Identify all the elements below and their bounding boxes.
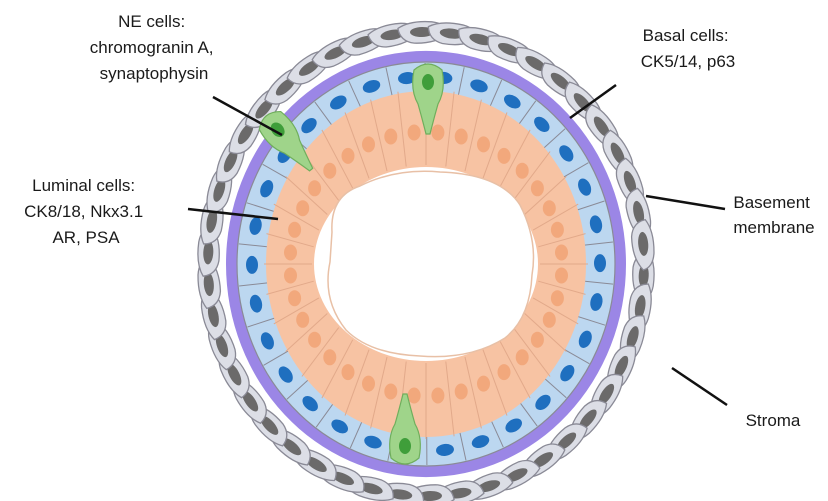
- basal-label-line: CK5/14, p63: [641, 52, 736, 71]
- luminal-nucleus: [531, 180, 544, 196]
- luminal-nucleus: [384, 384, 397, 400]
- basement-pointer-line: [646, 196, 725, 209]
- luminal-nucleus: [342, 148, 355, 164]
- luminal-nucleus: [555, 268, 568, 284]
- luminal-nucleus: [362, 136, 375, 152]
- basement-label-line: Basement: [733, 193, 810, 212]
- basement-membrane-label: Basement membrane: [733, 193, 814, 237]
- luminal-nucleus: [477, 376, 490, 392]
- luminal-nucleus: [543, 200, 556, 216]
- luminal-nucleus: [551, 222, 564, 238]
- basal-nucleus: [246, 256, 258, 274]
- luminal-nucleus: [555, 245, 568, 261]
- luminal-nucleus: [408, 388, 421, 404]
- luminal-nucleus: [308, 180, 321, 196]
- basal-cells-label: Basal cells: CK5/14, p63: [641, 26, 736, 71]
- luminal-label-line: CK8/18, Nkx3.1: [24, 202, 143, 221]
- luminal-nucleus: [498, 148, 511, 164]
- luminal-label-line: Luminal cells:: [32, 176, 135, 195]
- luminal-nucleus: [551, 290, 564, 306]
- luminal-nucleus: [408, 125, 421, 141]
- ne-nucleus: [399, 438, 411, 454]
- luminal-cells-label: Luminal cells: CK8/18, Nkx3.1 AR, PSA: [24, 176, 148, 247]
- luminal-nucleus: [323, 163, 336, 179]
- stroma-label-line: Stroma: [746, 411, 801, 430]
- luminal-nucleus: [296, 312, 309, 328]
- ne-cells-label: NE cells: chromogranin A, synaptophysin: [90, 12, 219, 83]
- luminal-nucleus: [477, 136, 490, 152]
- luminal-nucleus: [431, 125, 444, 141]
- stroma-label: Stroma: [746, 411, 801, 430]
- ne-nucleus: [422, 74, 434, 90]
- luminal-nucleus: [498, 364, 511, 380]
- luminal-nucleus: [455, 129, 468, 145]
- basement-label-line: membrane: [733, 218, 814, 237]
- luminal-nucleus: [284, 245, 297, 261]
- luminal-nucleus: [323, 349, 336, 365]
- basal-nucleus: [594, 254, 606, 272]
- stroma-pointer-line: [672, 368, 727, 405]
- luminal-nucleus: [531, 332, 544, 348]
- luminal-nucleus: [342, 364, 355, 380]
- luminal-nucleus: [288, 290, 301, 306]
- basal-label-line: Basal cells:: [643, 26, 729, 45]
- luminal-nucleus: [516, 163, 529, 179]
- luminal-nucleus: [516, 349, 529, 365]
- lumen: [328, 171, 534, 356]
- luminal-nucleus: [543, 312, 556, 328]
- luminal-label-line: AR, PSA: [52, 228, 120, 247]
- luminal-nucleus: [431, 388, 444, 404]
- ne-label-line: chromogranin A,: [90, 38, 214, 57]
- luminal-nucleus: [362, 376, 375, 392]
- luminal-nucleus: [384, 129, 397, 145]
- ne-label-line: NE cells:: [118, 12, 185, 31]
- luminal-nucleus: [308, 332, 321, 348]
- luminal-nucleus: [284, 268, 297, 284]
- luminal-nucleus: [296, 200, 309, 216]
- ne-label-line: synaptophysin: [100, 64, 209, 83]
- luminal-nucleus: [288, 222, 301, 238]
- lumen-opening: [328, 171, 534, 356]
- luminal-nucleus: [455, 384, 468, 400]
